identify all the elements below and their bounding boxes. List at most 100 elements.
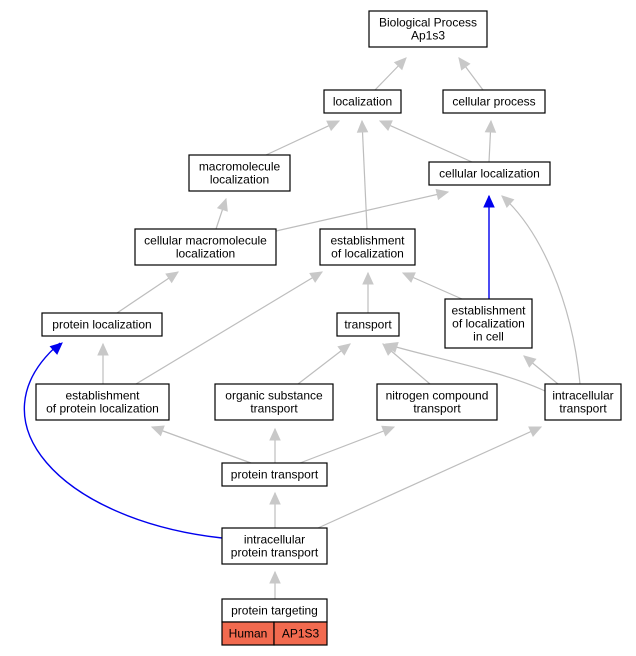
node-box bbox=[442, 89, 546, 114]
node-label: localization bbox=[333, 95, 392, 109]
is-a-edge bbox=[361, 120, 368, 230]
node-label: protein targeting bbox=[231, 604, 318, 618]
node-label: protein transport bbox=[231, 546, 319, 560]
node-box bbox=[221, 527, 328, 565]
node-box bbox=[188, 154, 291, 192]
arrowhead-icon bbox=[269, 491, 281, 505]
is-a-edge bbox=[501, 195, 581, 385]
arrowhead-icon bbox=[362, 271, 374, 285]
node-label: macromolecule bbox=[199, 160, 281, 174]
node-label: establishment bbox=[451, 304, 526, 318]
go-term-node-protein-localization[interactable]: protein localization bbox=[41, 312, 163, 337]
node-box bbox=[323, 89, 402, 114]
node-box bbox=[368, 10, 488, 48]
is-a-edge bbox=[379, 120, 473, 163]
node-box bbox=[221, 462, 328, 487]
node-label: establishment bbox=[65, 389, 140, 403]
go-term-node-cellular-localization[interactable]: cellular localization bbox=[428, 161, 551, 186]
arrowhead-icon bbox=[501, 195, 515, 208]
arrowhead-icon bbox=[381, 425, 396, 437]
node-label: intracellular bbox=[552, 389, 613, 403]
arrowhead-icon bbox=[337, 343, 351, 356]
node-label: transport bbox=[413, 402, 461, 416]
node-label: in cell bbox=[473, 330, 504, 344]
arrowhead-icon bbox=[309, 271, 324, 283]
arrowhead-icon bbox=[378, 120, 393, 131]
arrowhead-icon bbox=[528, 426, 543, 438]
node-label: Biological Process bbox=[379, 16, 477, 30]
arrowhead-icon bbox=[97, 342, 109, 356]
arrowhead-icon bbox=[49, 342, 63, 355]
arrowhead-icon bbox=[165, 271, 180, 284]
node-box bbox=[336, 312, 400, 337]
node-label: establishment bbox=[330, 234, 405, 248]
arrowhead-icon bbox=[150, 425, 165, 437]
node-label: cellular localization bbox=[439, 167, 540, 181]
highlighted-edge bbox=[23, 342, 223, 539]
node-label: protein localization bbox=[52, 318, 151, 332]
go-term-node-localization[interactable]: localization bbox=[323, 89, 402, 114]
arrowhead-icon bbox=[484, 119, 497, 133]
node-box bbox=[134, 228, 277, 266]
arrowhead-icon bbox=[523, 355, 537, 368]
arrowhead-icon bbox=[384, 342, 399, 354]
go-term-node-transport[interactable]: transport bbox=[336, 312, 400, 337]
is-a-edge bbox=[151, 426, 252, 464]
node-box bbox=[214, 383, 334, 421]
node-label: Ap1s3 bbox=[411, 29, 445, 43]
gene-cell-label: AP1S3 bbox=[282, 627, 320, 641]
arrowhead-icon bbox=[269, 570, 281, 584]
node-label: of protein localization bbox=[46, 402, 159, 416]
arrowhead-icon bbox=[216, 197, 228, 212]
gene-cell[interactable] bbox=[273, 621, 328, 646]
edge-layer bbox=[23, 57, 581, 599]
is-a-edge bbox=[275, 191, 449, 232]
is-a-edge bbox=[116, 271, 179, 314]
arrowhead-icon bbox=[326, 120, 341, 132]
node-label: of localization bbox=[452, 317, 525, 331]
is-a-edge bbox=[299, 426, 395, 464]
node-label: of localization bbox=[331, 247, 404, 261]
node-label: localization bbox=[176, 247, 235, 261]
go-term-node-protein-targeting[interactable]: protein targeting bbox=[221, 598, 328, 623]
node-label: intracellular bbox=[244, 533, 305, 547]
is-a-edge bbox=[265, 120, 340, 156]
node-label: cellular macromolecule bbox=[144, 234, 267, 248]
arrowhead-icon bbox=[435, 188, 450, 201]
node-box bbox=[376, 383, 498, 421]
is-a-edge bbox=[135, 271, 323, 385]
arrowhead-icon bbox=[401, 272, 416, 283]
node-label: nitrogen compound bbox=[386, 389, 489, 403]
arrowhead-icon bbox=[356, 119, 369, 133]
arrowhead-icon bbox=[458, 57, 471, 71]
arrowhead-icon bbox=[393, 57, 407, 71]
go-term-node-protein-transport[interactable]: protein transport bbox=[221, 462, 328, 487]
node-box bbox=[35, 383, 170, 421]
node-box bbox=[444, 298, 533, 349]
arrowhead-icon bbox=[269, 427, 281, 441]
is-a-edge bbox=[317, 426, 542, 529]
node-label: cellular process bbox=[452, 95, 535, 109]
species-cell-label: Human bbox=[229, 627, 268, 641]
node-box bbox=[41, 312, 163, 337]
node-label: localization bbox=[210, 173, 269, 187]
node-box bbox=[319, 228, 416, 266]
node-label: protein transport bbox=[231, 468, 319, 482]
node-label: transport bbox=[344, 318, 392, 332]
go-term-node-cellular-process[interactable]: cellular process bbox=[442, 89, 546, 114]
node-label: organic substance bbox=[225, 389, 323, 403]
node-label: transport bbox=[559, 402, 607, 416]
node-box bbox=[428, 161, 551, 186]
